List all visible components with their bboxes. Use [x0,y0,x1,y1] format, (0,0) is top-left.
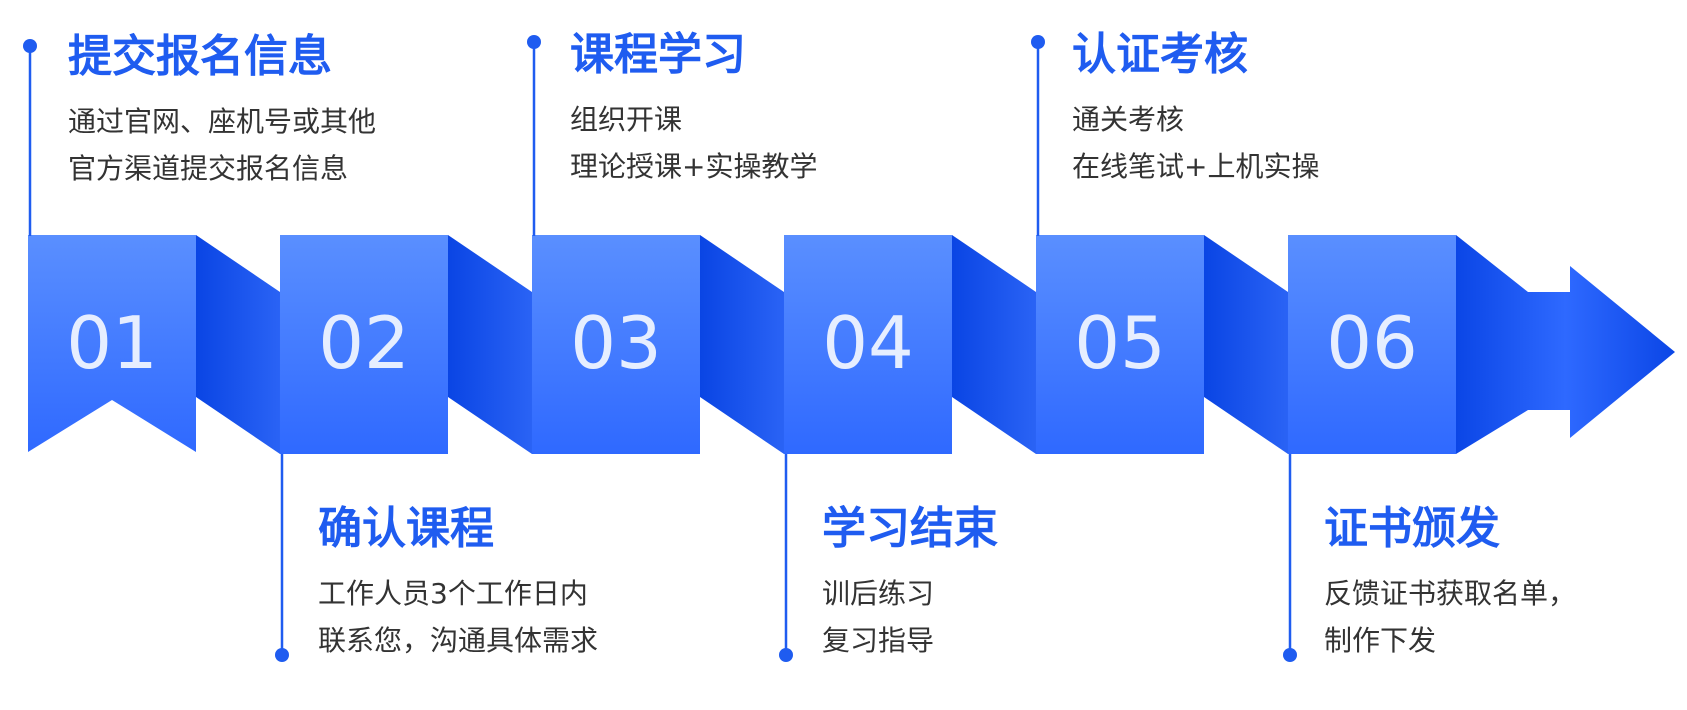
step-5-desc: 通关考核 在线笔试+上机实操 [1072,96,1319,190]
connector-dot-3 [527,35,541,49]
step-3-desc-line-1: 组织开课 [570,103,683,136]
connector-dot-5 [1031,35,1045,49]
step-6-desc: 反馈证书获取名单， 制作下发 [1324,570,1576,664]
step-4-desc: 训后练习 复习指导 [822,570,998,664]
step-1-desc-line-1: 通过官网、座机号或其他 [68,105,377,138]
connector-dot-2 [275,648,289,662]
step-3-desc: 组织开课 理论授课+实操教学 [570,96,817,190]
step-number-5: 05 [1074,301,1166,385]
step-block-4 [784,235,952,454]
fold-1 [196,235,280,454]
step-1-desc: 通过官网、座机号或其他 官方渠道提交报名信息 [68,98,376,192]
step-block-5 [1036,235,1204,454]
step-5-desc-line-1: 通关考核 [1072,103,1185,136]
end-arrow [1456,235,1675,454]
step-number-2: 02 [318,301,410,385]
step-2-desc-line-1: 工作人员3个工作日内 [318,577,588,610]
fold-4 [952,235,1036,454]
step-number-6: 06 [1326,301,1418,385]
step-2-desc-line-2: 联系您，沟通具体需求 [318,624,599,657]
step-4-desc-line-2: 复习指导 [822,624,935,657]
step-block-6 [1288,235,1456,454]
step-6-title: 证书颁发 [1324,503,1500,554]
fold-3 [700,235,784,454]
step-number-3: 03 [570,301,662,385]
step-6-desc-line-1: 反馈证书获取名单， [1324,577,1577,610]
fold-5 [1204,235,1288,454]
step-1-desc-line-2: 官方渠道提交报名信息 [68,152,349,185]
connector-dot-1 [23,39,37,53]
step-block-2 [280,235,448,454]
step-2-title: 确认课程 [318,503,494,554]
step-4-desc-line-1: 训后练习 [822,577,935,610]
step-3-title: 课程学习 [570,29,746,80]
fold-2 [448,235,532,454]
connector-dot-6 [1283,648,1297,662]
step-2-text: 确认课程 工作人员3个工作日内 联系您，沟通具体需求 [318,502,598,664]
step-1-title: 提交报名信息 [68,31,332,82]
step-3-text: 课程学习 组织开课 理论授课+实操教学 [570,28,817,190]
step-number-1: 01 [66,301,158,385]
step-block-1 [28,235,196,452]
step-5-desc-line-2: 在线笔试+上机实操 [1072,150,1320,183]
step-6-desc-line-2: 制作下发 [1324,624,1437,657]
connector-dot-4 [779,648,793,662]
step-number-4: 04 [822,301,914,385]
step-4-title: 学习结束 [822,503,998,554]
step-5-title: 认证考核 [1072,29,1248,80]
step-2-desc: 工作人员3个工作日内 联系您，沟通具体需求 [318,570,598,664]
step-block-3 [532,235,700,454]
step-5-text: 认证考核 通关考核 在线笔试+上机实操 [1072,28,1319,190]
step-3-desc-line-2: 理论授课+实操教学 [570,150,818,183]
step-6-text: 证书颁发 反馈证书获取名单， 制作下发 [1324,502,1576,664]
step-4-text: 学习结束 训后练习 复习指导 [822,502,998,664]
step-1-text: 提交报名信息 通过官网、座机号或其他 官方渠道提交报名信息 [68,30,376,192]
